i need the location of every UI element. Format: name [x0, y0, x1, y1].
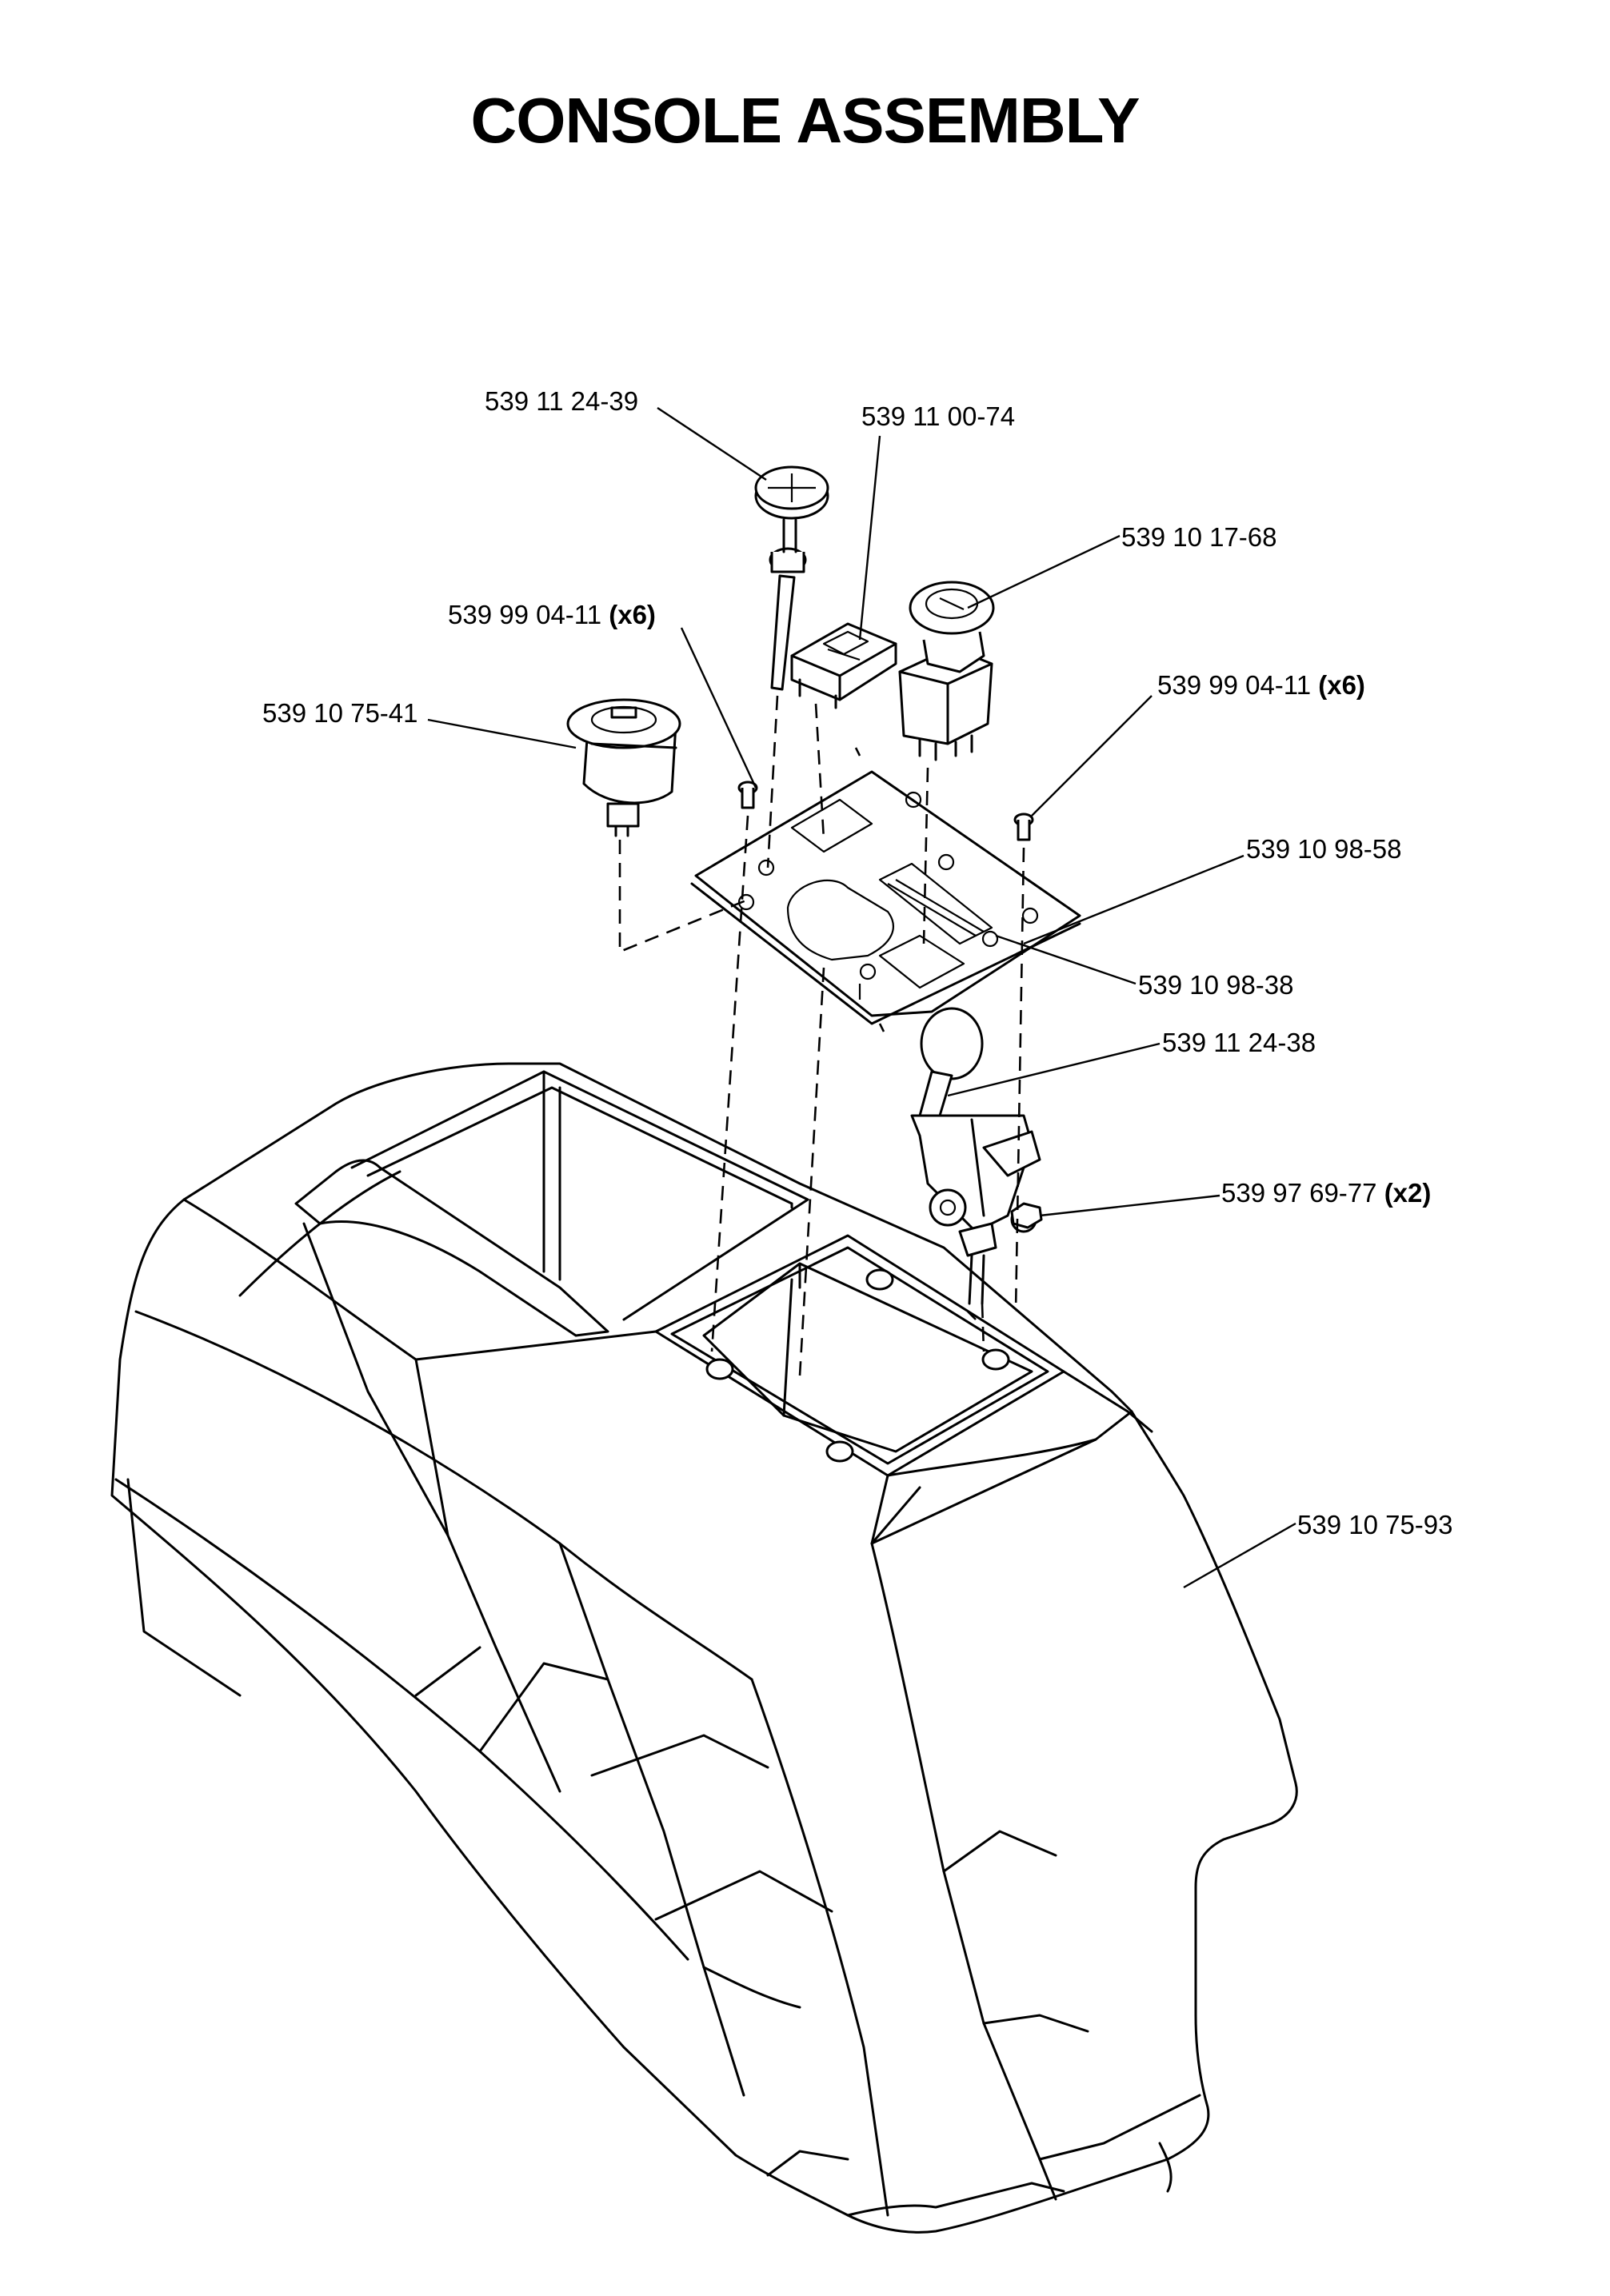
callout-label: 539 10 98-38 [1138, 970, 1294, 1000]
console-housing-drawing [110, 1062, 1298, 2234]
leader-lines [427, 406, 1296, 1589]
callout-label: 539 11 24-38 [1162, 1028, 1316, 1057]
diagram-title: CONSOLE ASSEMBLY [470, 85, 1141, 156]
callout-label: 539 10 17-68 [1121, 522, 1277, 552]
screw-drawing [737, 781, 1034, 841]
key-switch-drawing [898, 581, 995, 761]
callout-label: 539 99 04-11 (x6) [448, 600, 656, 629]
callout-label: 539 99 04-11 (x6) [1157, 670, 1365, 700]
ignition-switch-drawing [566, 698, 681, 837]
callout-label: 539 11 24-39 [485, 386, 638, 416]
switch-plate-drawing [690, 770, 1081, 1025]
callout-label: 539 10 75-93 [1297, 1510, 1453, 1539]
callout-label: 539 97 69-77 (x2) [1221, 1178, 1431, 1208]
alignment-lines [618, 695, 1025, 1376]
callout-label: 539 11 00-74 [861, 401, 1015, 431]
callout-label: 539 10 98-58 [1246, 834, 1402, 864]
rocker-switch-drawing [790, 622, 897, 709]
nut-drawing [1010, 1202, 1043, 1229]
callout-labels: 539 11 24-39 539 11 00-74 539 10 17-68 5… [262, 386, 1453, 1539]
pto-knob-drawing [754, 465, 829, 691]
callout-label: 539 10 75-41 [262, 698, 418, 728]
